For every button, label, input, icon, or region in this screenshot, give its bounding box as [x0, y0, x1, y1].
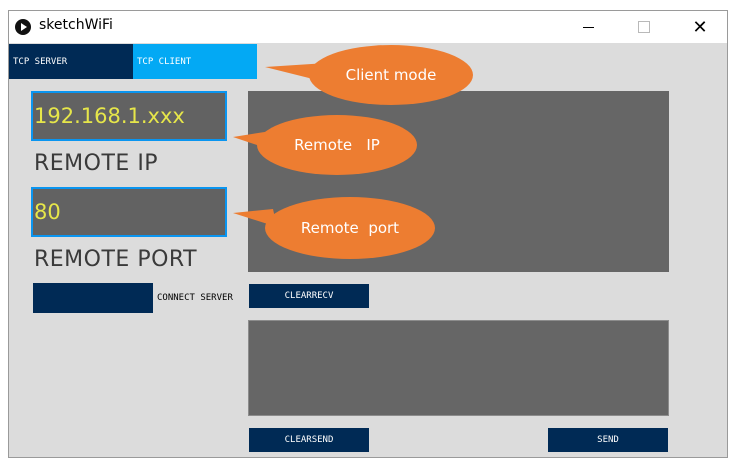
app-window: sketchWiFi ✕ TCP SERVER TCP CLIENT 192.1…	[8, 10, 728, 458]
callout-remote-port: Remote port	[265, 197, 435, 259]
callout-remote-ip: Remote IP	[257, 115, 417, 175]
connect-server-button[interactable]	[33, 283, 153, 313]
maximize-button[interactable]	[621, 11, 667, 43]
remote-port-input[interactable]: 80	[31, 187, 227, 237]
close-icon: ✕	[692, 16, 708, 38]
send-button[interactable]: SEND	[548, 428, 668, 452]
clear-send-button[interactable]: CLEARSEND	[249, 428, 369, 452]
tab-tcp-server[interactable]: TCP SERVER	[9, 44, 133, 79]
window-title: sketchWiFi	[39, 17, 113, 33]
remote-ip-label: REMOTE IP	[34, 151, 159, 176]
app-logo-icon	[15, 19, 31, 35]
remote-port-label: REMOTE PORT	[34, 247, 198, 272]
minimize-icon	[582, 26, 594, 28]
close-button[interactable]: ✕	[677, 11, 723, 43]
connect-server-label: CONNECT SERVER	[157, 293, 233, 303]
remote-port-value: 80	[34, 200, 61, 224]
minimize-button[interactable]	[565, 11, 611, 43]
maximize-icon	[638, 21, 650, 33]
clear-recv-button[interactable]: CLEARRECV	[249, 284, 369, 308]
remote-ip-input[interactable]: 192.168.1.xxx	[31, 91, 227, 141]
send-text-area[interactable]	[248, 320, 669, 416]
callout-client-mode: Client mode	[309, 45, 473, 105]
title-bar: sketchWiFi ✕	[9, 11, 727, 43]
remote-ip-value: 192.168.1.xxx	[34, 104, 185, 128]
tab-tcp-client[interactable]: TCP CLIENT	[133, 44, 257, 79]
